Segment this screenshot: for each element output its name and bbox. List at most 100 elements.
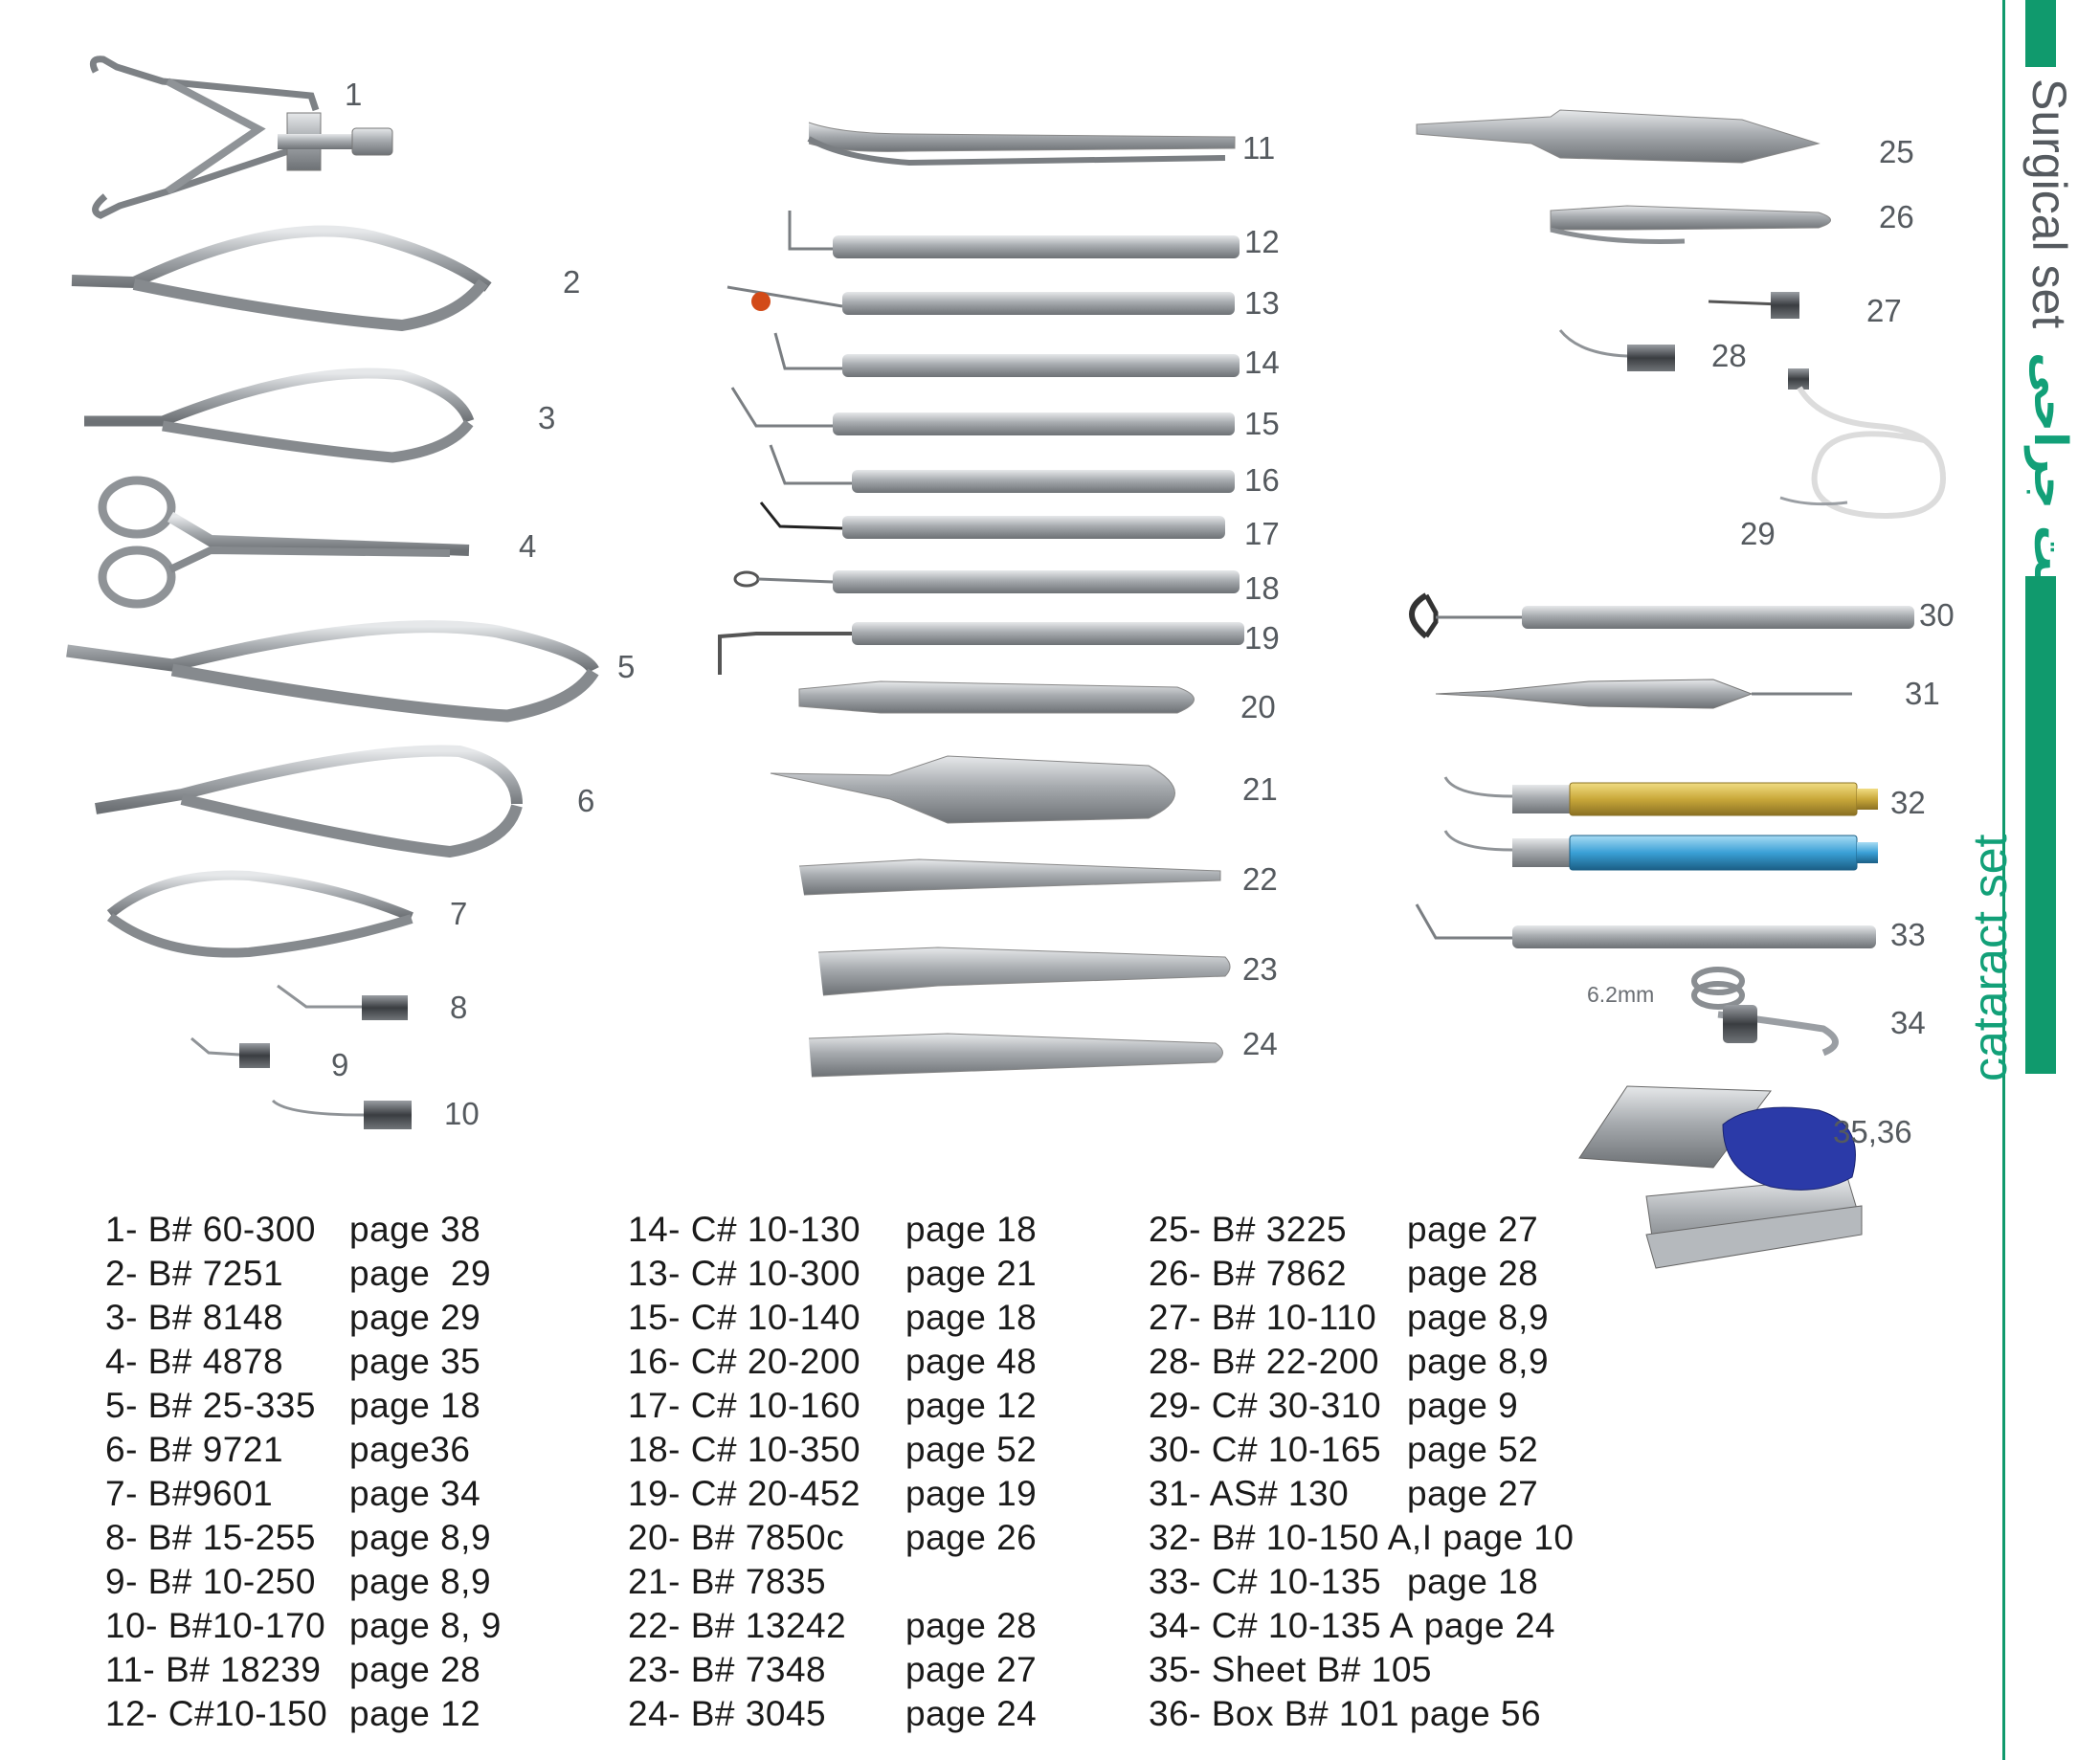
- item-number-28: 28: [1711, 338, 1747, 373]
- reference-page: page 27: [1407, 1474, 1539, 1513]
- reference-code: 8- B# 15-255: [105, 1518, 316, 1557]
- item-number-12: 12: [1244, 224, 1280, 259]
- item-number-9: 9: [331, 1047, 349, 1082]
- reference-code: 20- B# 7850c: [628, 1518, 845, 1557]
- reference-code: 12- C#10-150: [105, 1694, 328, 1733]
- sterilization-box: [1578, 1085, 1863, 1269]
- surgical-set-title: Surgical set: [2022, 78, 2076, 329]
- reference-code: 15- C# 10-140: [628, 1298, 861, 1337]
- reference-page: page 12: [905, 1386, 1038, 1425]
- instrument-33: [1415, 903, 1876, 948]
- reference-code: 29- C# 30-310: [1149, 1386, 1382, 1425]
- item-number-2: 2: [563, 264, 581, 300]
- reference-code: 19- C# 20-452: [628, 1474, 861, 1513]
- reference-row: 32- B# 10-150 A,I page 10: [1149, 1518, 1627, 1562]
- tubing-29: [1779, 368, 1947, 519]
- ring-34: [1691, 967, 1839, 1057]
- reference-page: page 28: [1407, 1254, 1539, 1293]
- item-number-10: 10: [444, 1096, 480, 1131]
- reference-code: 35- Sheet B# 105: [1149, 1650, 1432, 1689]
- spring-scissors-3: [84, 368, 475, 463]
- reference-page: page 24: [905, 1694, 1038, 1733]
- cataract-set-title: cataract set: [1963, 834, 2017, 1081]
- item-number-1: 1: [345, 77, 363, 112]
- item-number-34: 34: [1890, 1005, 1926, 1040]
- item-number-27: 27: [1866, 293, 1902, 328]
- reference-code: 25- B# 3225: [1149, 1210, 1348, 1249]
- reference-page: page 26: [905, 1518, 1038, 1557]
- reference-page: page 29: [349, 1254, 492, 1293]
- item-number-11: 11: [1242, 130, 1276, 166]
- item-number-24: 24: [1242, 1026, 1278, 1061]
- hook-13: [726, 285, 1235, 315]
- reference-page: page 18: [905, 1210, 1038, 1249]
- item-number-22: 22: [1242, 861, 1278, 897]
- cannula-9: [190, 1036, 270, 1068]
- reference-code: 9- B# 10-250: [105, 1562, 316, 1601]
- item-number-6: 6: [577, 783, 595, 818]
- reference-row: 34- C# 10-135 A page 24: [1149, 1606, 1627, 1650]
- reference-page: page 38: [349, 1210, 481, 1249]
- sidebar-divider: [2002, 0, 2005, 1760]
- reference-page: page 8,9: [1407, 1298, 1550, 1337]
- item-number-13: 13: [1244, 285, 1280, 321]
- surgical-accent-bar: [2025, 0, 2056, 67]
- reference-page: page 28: [905, 1606, 1038, 1645]
- reference-code: 4- B# 4878: [105, 1342, 284, 1381]
- cataract-accent-bar: [2025, 576, 2056, 1074]
- reference-page: page 18: [905, 1298, 1038, 1337]
- forceps-20: [798, 680, 1195, 714]
- reference-row: 35- Sheet B# 105: [1149, 1650, 1627, 1694]
- item-number-3: 3: [538, 400, 556, 435]
- reference-page: page 27: [905, 1650, 1038, 1689]
- item-number-25: 25: [1879, 134, 1914, 169]
- item-number-4: 4: [519, 528, 537, 564]
- item-number-32: 32: [1890, 785, 1926, 820]
- spring-scissors-7: [106, 870, 413, 958]
- reference-row: 23- B# 7348 page 27: [628, 1650, 1049, 1694]
- reference-code: 30- C# 10-165: [1149, 1430, 1382, 1469]
- spring-scissors-6: [95, 745, 523, 858]
- cannula-10: [271, 1099, 412, 1129]
- reference-code: 11- B# 18239: [105, 1650, 322, 1689]
- item-number-21: 21: [1242, 771, 1278, 807]
- forceps-26: [1550, 205, 1831, 244]
- reference-row: 10- B#10-170 page 8, 9: [105, 1606, 507, 1650]
- reference-page: page 19: [905, 1474, 1038, 1513]
- reference-code: 10- B#10-170: [105, 1606, 326, 1645]
- reference-page: page 56: [1399, 1694, 1542, 1733]
- reference-page: page 29: [349, 1298, 481, 1337]
- reference-row: 29- C# 30-310 page 9: [1149, 1386, 1627, 1430]
- cannula-27: [1708, 292, 1799, 319]
- reference-page: page 8, 9: [349, 1606, 502, 1645]
- reference-code: 23- B# 7348: [628, 1650, 827, 1689]
- reference-code: 13- C# 10-300: [628, 1254, 861, 1293]
- item-number-31: 31: [1905, 676, 1940, 711]
- reference-code: 7- B#9601: [105, 1474, 274, 1513]
- item-number-29: 29: [1740, 516, 1776, 551]
- speculum: [89, 56, 393, 219]
- reference-code: 26- B# 7862: [1149, 1254, 1348, 1293]
- reference-page: page 10: [1432, 1518, 1575, 1557]
- forceps-11: [807, 122, 1236, 167]
- item-number-26: 26: [1879, 199, 1914, 234]
- reference-page: page 9: [1407, 1386, 1519, 1425]
- reference-page: page 18: [1407, 1562, 1539, 1601]
- item-number-8: 8: [450, 990, 468, 1025]
- ring-size-annotation: 6.2mm: [1587, 982, 1655, 1007]
